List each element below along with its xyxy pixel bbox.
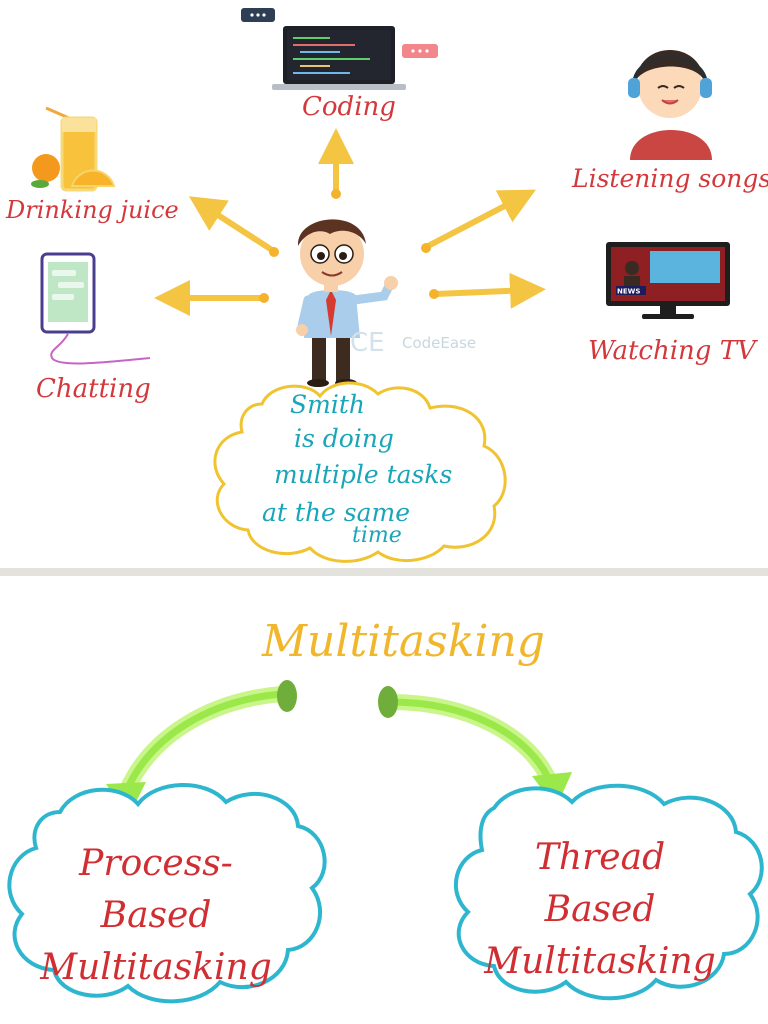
juice-glass-icon [31, 106, 116, 192]
arrow-to-drinking [188, 196, 279, 257]
tv-icon: NEWS [606, 242, 730, 319]
cloud-thread-based [453, 783, 764, 1001]
thread-based-text: Thread Based Multitasking [480, 832, 720, 989]
news-badge: NEWS [617, 288, 640, 296]
arrow-to-watching [429, 272, 546, 309]
panel-divider [0, 568, 768, 576]
arrow-to-coding [318, 128, 354, 199]
multitasking-title: Multitasking [262, 616, 545, 667]
process-based-line-1: Process-Based [79, 843, 233, 937]
watermark-text: CodeEase [402, 334, 477, 352]
cloud-line-3: multiple tasks [274, 460, 453, 489]
bottom-panel: Multitasking Process-Based Multitasking … [0, 576, 768, 1024]
cloud-line-5: time [352, 523, 402, 548]
thought-cloud-yellow [213, 381, 507, 563]
headphones-person-icon [628, 50, 712, 160]
top-panel: NEWS [6, 8, 768, 563]
label-drinking-juice: Drinking juice [6, 196, 179, 224]
phone-icon [40, 252, 151, 365]
cloud-line-4: at the same [262, 498, 411, 527]
process-based-text: Process-Based Multitasking [36, 838, 276, 995]
top-illustration: NEWS [31, 8, 730, 563]
arrow-to-listening [421, 189, 536, 253]
arrow-to-chatting [154, 280, 269, 316]
label-coding: Coding [302, 92, 396, 122]
label-watching-tv: Watching TV [588, 336, 756, 366]
thread-based-line-1: Thread Based [534, 837, 666, 931]
chat-bubble-red-icon [402, 44, 438, 58]
laptop-icon [272, 26, 406, 90]
cloud-process-based [7, 783, 327, 1004]
codeease-logo-icon: CE [350, 328, 385, 358]
chat-bubble-icon [241, 8, 275, 22]
cloud-line-2: is doing [294, 424, 394, 453]
label-listening-songs: Listening songs [572, 164, 768, 193]
bottom-illustration [7, 680, 764, 1004]
process-based-line-2: Multitasking [40, 947, 272, 989]
cloud-line-1: Smith [290, 390, 365, 419]
smith-figure [296, 219, 398, 387]
thread-based-line-2: Multitasking [484, 941, 716, 983]
label-chatting: Chatting [36, 374, 151, 404]
